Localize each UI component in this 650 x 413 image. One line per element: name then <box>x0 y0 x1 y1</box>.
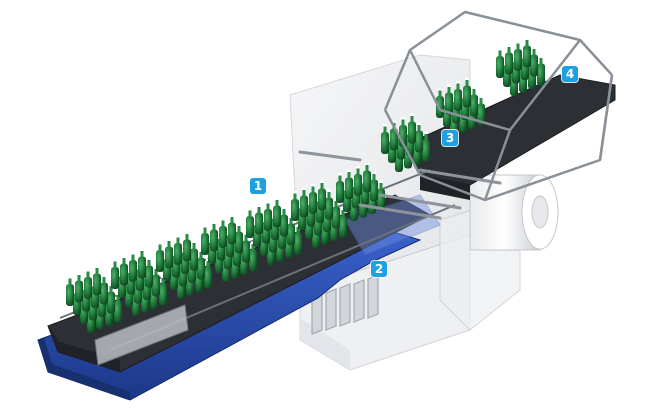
bottle <box>210 221 218 252</box>
bottle <box>309 184 317 214</box>
bottle <box>246 208 254 238</box>
bottle <box>318 180 326 211</box>
bottle <box>505 44 513 75</box>
film-tray <box>344 194 441 256</box>
bottle <box>93 265 101 296</box>
bottle <box>537 55 545 86</box>
bottle <box>219 218 227 248</box>
bottle <box>530 46 538 77</box>
wire-cage-frame <box>383 10 614 202</box>
marker-3: 3 <box>442 130 458 146</box>
bottle <box>454 81 462 111</box>
bottle <box>255 204 263 235</box>
bottle <box>66 276 74 306</box>
bottle <box>523 37 531 68</box>
bottle <box>190 240 198 271</box>
bottle <box>436 88 444 118</box>
bottle <box>84 269 92 299</box>
bottle <box>100 274 108 305</box>
bottle <box>138 248 146 279</box>
heating-fins <box>311 274 379 335</box>
bottle <box>422 131 430 162</box>
bottle <box>496 48 504 78</box>
bottle <box>470 86 478 117</box>
bottle <box>201 225 209 255</box>
bottle <box>174 235 182 265</box>
bottle <box>300 187 308 218</box>
bottle <box>183 231 191 262</box>
bottle <box>514 41 522 71</box>
bottle <box>381 124 389 154</box>
bottle <box>129 252 137 282</box>
bottle <box>156 242 164 272</box>
bottle-groups <box>66 37 545 333</box>
marker-1: 1 <box>250 178 266 194</box>
bottle <box>336 173 344 203</box>
bottle <box>75 272 83 303</box>
bottle <box>280 206 288 237</box>
bottle <box>111 259 119 289</box>
bottle <box>463 77 471 108</box>
bottle <box>415 122 423 153</box>
bottle <box>325 189 333 220</box>
side-pusher-plate <box>94 304 189 366</box>
bottle <box>408 113 416 144</box>
bottle <box>345 169 353 200</box>
transfer-rods <box>298 150 502 220</box>
bottle <box>291 191 299 221</box>
bottle <box>445 84 453 115</box>
bottle <box>264 201 272 231</box>
bottle <box>354 166 362 196</box>
bottle <box>235 223 243 254</box>
bottle <box>370 171 378 202</box>
bottle <box>228 214 236 245</box>
shrink-tunnel-cylinder <box>469 174 559 251</box>
bottle <box>363 162 371 193</box>
bottle <box>120 255 128 286</box>
bottle <box>165 238 173 269</box>
marker-4: 4 <box>562 66 578 82</box>
bottle <box>145 257 153 288</box>
marker-2: 2 <box>371 261 387 277</box>
bottle <box>273 197 281 228</box>
